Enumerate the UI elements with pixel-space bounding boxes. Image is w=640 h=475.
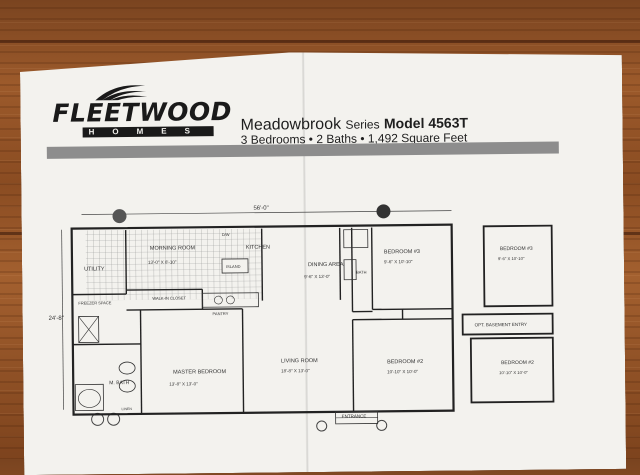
label-dw: D/W: [222, 232, 230, 237]
shrub-icon: [112, 209, 126, 223]
dim-living-room: 18'-8" X 13'-0": [281, 368, 310, 373]
width-dimension: 56'-0": [253, 206, 268, 212]
dim-master-bedroom: 13'-8" X 13'-0": [169, 381, 198, 386]
label-master-bedroom: MASTER BEDROOM: [173, 369, 226, 376]
label-master-bath: M. BATH: [109, 380, 129, 386]
label-bath: BATH: [356, 270, 367, 275]
floor-plan: 56'-0" 24'-8": [20, 49, 626, 475]
dim-bedroom2: 10'-10" X 10'-0": [387, 369, 418, 374]
inset-dim-bedroom3: 9'-6" X 10'-10": [498, 256, 525, 261]
inset-plan: [462, 226, 554, 403]
inset-label-bedroom2: BEDROOM #2: [501, 360, 534, 366]
floorplan-sheet: FLEETWOOD HOMES Meadowbrook Series Model…: [20, 49, 626, 475]
board-seam: [0, 40, 640, 43]
label-utility: UTILITY: [84, 266, 105, 272]
dim-bedroom3: 9'-6" X 10'-10": [384, 259, 413, 264]
label-kitchen: KITCHEN: [246, 245, 270, 251]
label-morning-room: MORNING ROOM: [150, 245, 196, 251]
inset-label-basement: OPT. BASEMENT ENTRY: [475, 322, 527, 328]
label-entrance: ENTRANCE: [342, 414, 367, 419]
inset-dim-bedroom2: 10'-10" X 10'-0": [499, 370, 528, 375]
label-freezer: FREEZER SPACE: [78, 300, 111, 305]
shrub-icon: [376, 204, 390, 218]
shrub-icon: [377, 420, 387, 430]
shrub-icon: [317, 421, 327, 431]
label-living-room: LIVING ROOM: [281, 358, 318, 364]
label-bedroom3: BEDROOM #3: [384, 249, 420, 255]
label-linen: LINEN: [122, 407, 133, 411]
inset-label-bedroom3: BEDROOM #3: [500, 246, 533, 252]
dim-morning-room: 13'-0" X 8'-10": [148, 260, 177, 265]
dim-dining: 9'-6" X 13'-0": [304, 274, 330, 279]
label-island: ISLAND: [226, 264, 241, 269]
label-pantry: PANTRY: [213, 311, 229, 316]
label-bedroom2: BEDROOM #2: [387, 359, 423, 365]
label-dining: DINING AREA: [308, 262, 344, 268]
depth-dimension: 24'-8": [49, 316, 64, 322]
label-walk-in-closet: WALK-IN CLOSET: [152, 295, 186, 300]
